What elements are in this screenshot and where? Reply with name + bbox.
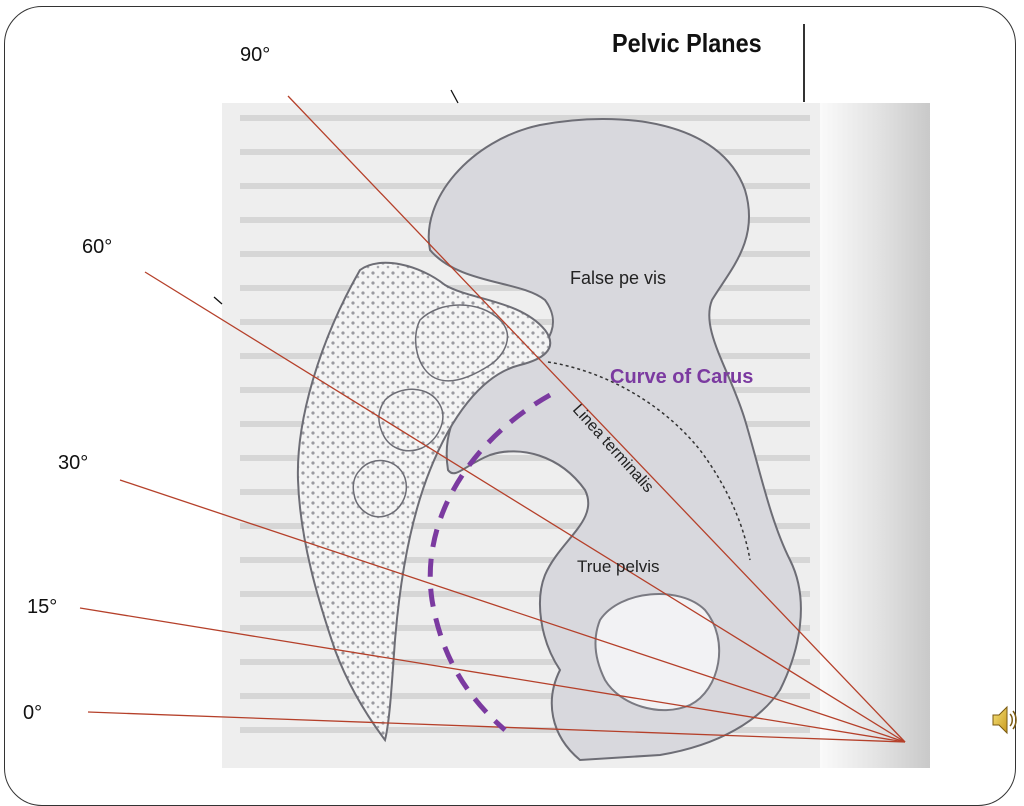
sacral-body: [414, 304, 509, 382]
plane-line-30: [119, 479, 906, 743]
sacrum-section: [296, 261, 552, 743]
tick-mark: [213, 296, 223, 305]
false-pelvis-label: False pe vis: [570, 268, 666, 288]
sacral-body: [352, 459, 407, 518]
plane-line-60: [144, 271, 906, 743]
pelvis-diagram: False pe vis Curve of Carus Linea termin…: [79, 89, 930, 768]
angle-label-0: 0°: [23, 702, 43, 724]
tick-mark: [450, 89, 459, 104]
angle-label-60: 60°: [82, 236, 113, 258]
angle-label-90: 90°: [240, 44, 271, 66]
curve-of-carus-label: Curve of Carus: [610, 366, 753, 388]
page-edge-shadow: [820, 103, 930, 768]
true-pelvis-label: True pelvis: [577, 557, 660, 576]
angle-label-30: 30°: [58, 452, 89, 474]
slide-title: Pelvic Planes: [612, 28, 762, 58]
title-divider: [803, 24, 805, 102]
plane-line-90: [287, 95, 906, 743]
plane-line-15: [79, 607, 906, 743]
sacral-body: [378, 388, 444, 452]
angle-label-15: 15°: [27, 596, 58, 618]
pelvic-plane-lines: [79, 95, 906, 743]
plane-line-0: [87, 711, 906, 743]
speaker-icon[interactable]: [990, 702, 1018, 738]
curve-of-carus-path: [427, 392, 552, 732]
